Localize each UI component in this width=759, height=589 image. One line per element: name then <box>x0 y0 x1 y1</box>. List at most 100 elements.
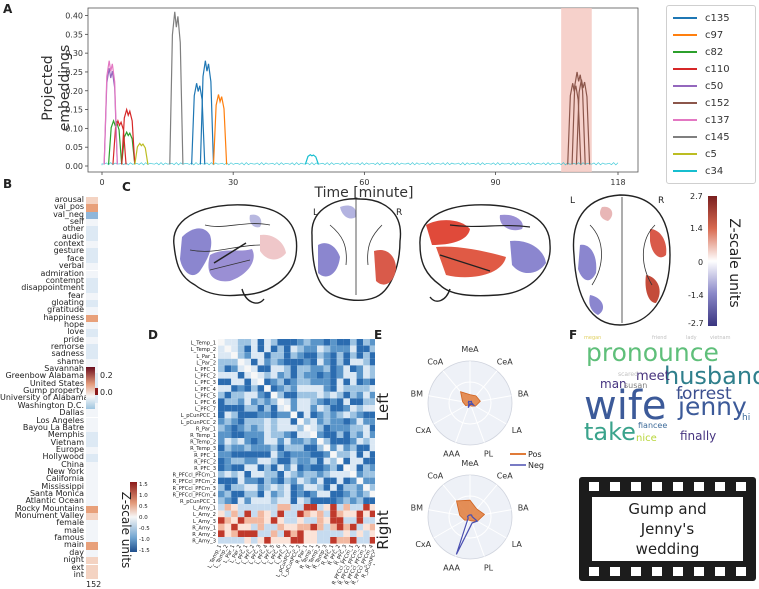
panel-d-cell <box>218 438 225 445</box>
panel-d-cell <box>244 484 251 491</box>
panel-d-cell <box>237 378 245 386</box>
panel-b-cell <box>86 329 98 337</box>
panel-d-cell <box>330 464 337 471</box>
panel-d-cell <box>244 405 251 412</box>
panel-d-cell <box>323 490 331 498</box>
panel-d-cell <box>264 523 271 531</box>
panel-b-row-label: main <box>64 540 84 550</box>
panel-d-cell <box>224 537 232 544</box>
panel-b-row-label: day <box>69 547 84 557</box>
panel-d-cell <box>343 365 350 372</box>
panel-d-row-label: R_Temp_1 <box>190 433 216 439</box>
panel-d-cell <box>330 378 337 386</box>
radar-pos-polygon <box>460 391 481 407</box>
panel-b-cell <box>86 263 98 271</box>
panel-b-cell <box>86 219 98 227</box>
panel-d-cell <box>244 464 251 471</box>
panel-d-cell <box>257 345 265 353</box>
wordcloud-word: susan <box>624 381 648 390</box>
panel-d-cell <box>224 490 232 498</box>
panel-b-row-label: male <box>64 525 84 535</box>
panel-d-cell <box>317 405 324 412</box>
panel-d-cell <box>369 345 375 353</box>
panel-d-cell <box>363 339 370 346</box>
panel-d-cell <box>297 339 304 346</box>
panel-d-cell <box>251 339 258 346</box>
panel-a-xtick: 90 <box>490 178 500 187</box>
radar-axis-label: CxA <box>415 426 431 435</box>
panel-d-cell <box>270 444 278 452</box>
panel-d-cell <box>303 477 311 485</box>
panel-d-cell <box>290 431 298 438</box>
panel-b-row-label: Santa Monica <box>29 489 84 498</box>
panel-b-cell <box>86 432 98 440</box>
panel-d-cell <box>218 352 225 359</box>
panel-e-legend-pos: Pos <box>528 450 542 459</box>
panel-d-heatmap: L_Temp_1L_Temp_2L_Par_1L_Par_2L_PFC_1L_P… <box>172 339 375 585</box>
legend-swatch <box>673 51 697 53</box>
panel-d-cell <box>290 523 298 531</box>
legend-swatch <box>673 34 697 36</box>
panel-d-cell <box>284 378 291 386</box>
panel-b-row-label: Monument Valley <box>14 511 84 521</box>
panel-d-cell <box>264 497 271 504</box>
panel-d-cell <box>343 391 350 399</box>
panel-d-cell <box>317 471 324 478</box>
panel-d-cell <box>244 444 251 452</box>
panel-b-cell <box>86 461 98 469</box>
panel-d-cell <box>284 444 291 452</box>
panel-d-row-label: R_PFCcl_PFCm_1 <box>172 473 216 479</box>
panel-d-cell <box>303 352 311 359</box>
panel-d-cell <box>264 451 271 458</box>
film-caption-line-3: wedding <box>635 540 700 558</box>
panel-d-cell <box>264 504 271 511</box>
panel-d-cell <box>369 471 375 478</box>
panel-d-cell <box>277 391 284 399</box>
panel-c-cbar-tick-4: -2.7 <box>688 319 704 328</box>
panel-d-cell <box>330 484 337 491</box>
panel-d-cell <box>231 345 238 353</box>
panel-d-cell <box>369 451 375 458</box>
panel-d-cell <box>290 365 298 372</box>
panel-d-cell <box>244 451 251 458</box>
panel-b-cell <box>86 292 98 300</box>
panel-d-cell <box>356 484 364 491</box>
panel-d-cell <box>363 523 370 531</box>
legend-swatch <box>673 136 697 138</box>
legend-item-c34: c34 <box>673 166 723 177</box>
panel-d-cell <box>290 345 298 353</box>
legend-label: c137 <box>705 115 730 126</box>
panel-d-cell <box>369 490 375 498</box>
panel-d-cell <box>290 510 298 518</box>
panel-d-cell <box>363 490 370 498</box>
panel-d-cell <box>297 372 304 379</box>
radar-axis-label: CxA <box>415 540 431 549</box>
panel-d-cell <box>317 510 324 518</box>
panel-d-cell <box>310 391 317 399</box>
panel-d-cell <box>290 484 298 491</box>
panel-d-cell <box>363 510 370 518</box>
panel-d-cell <box>277 477 284 485</box>
panel-d-cell <box>356 424 364 432</box>
panel-d-cell <box>350 530 357 537</box>
panel-d-cell <box>290 358 298 366</box>
radar-axis-label: AAA <box>443 564 460 573</box>
panel-d-cell <box>317 438 324 445</box>
film-hole <box>589 567 599 576</box>
panel-d-cell <box>323 523 331 531</box>
legend-swatch <box>673 17 697 19</box>
radar-axis-label: BA <box>518 390 529 399</box>
panel-b-cell <box>86 314 98 322</box>
panel-d-cell <box>363 504 370 511</box>
panel-d-cell <box>231 372 238 379</box>
panel-d-cell <box>270 477 278 485</box>
panel-d-cell <box>363 471 370 478</box>
wordcloud-word: lady <box>686 335 697 341</box>
panel-d-cell <box>356 490 364 498</box>
panel-b-row-label: face <box>66 253 84 263</box>
legend-swatch <box>673 68 697 70</box>
panel-d-cell <box>290 504 298 511</box>
panel-d-cell <box>336 424 344 432</box>
panel-d-cell <box>336 530 344 537</box>
panel-d-cell <box>350 438 357 445</box>
